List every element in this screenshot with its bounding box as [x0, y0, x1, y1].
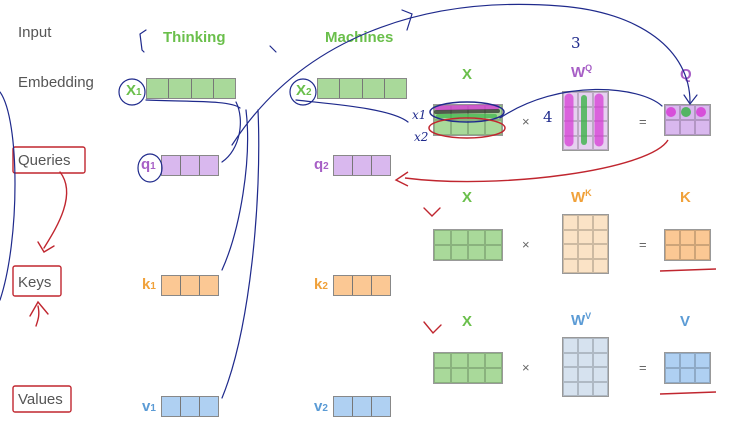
- vector-k1-cells: [161, 275, 219, 296]
- times-symbol-q: ×: [522, 114, 530, 129]
- label-arrows: [29, 171, 68, 327]
- x-matrix-label-k: X: [462, 189, 473, 206]
- wq-matrix: [562, 91, 609, 151]
- k-matrix-label: K: [680, 189, 691, 206]
- wk-matrix: [562, 214, 609, 274]
- x-matrix-label-v: X: [462, 313, 473, 330]
- q-matrix: [664, 104, 711, 136]
- equals-symbol-v: =: [639, 360, 647, 375]
- vector-x2-cells: [317, 78, 407, 99]
- q-matrix-label: Q: [680, 66, 692, 83]
- label-queries: Queries: [18, 152, 71, 169]
- symbol-v2: v2: [314, 398, 328, 415]
- annotation-x1-hand: x1: [412, 108, 427, 122]
- symbol-k1: k1: [142, 276, 156, 293]
- symbol-v1: v1: [142, 398, 156, 415]
- word-thinking: Thinking: [163, 29, 226, 46]
- times-symbol-v: ×: [522, 360, 530, 375]
- symbol-x1: X1: [126, 82, 142, 99]
- vector-q2-cells: [333, 155, 391, 176]
- x-matrix-k: [433, 229, 503, 261]
- label-values: Values: [18, 391, 63, 408]
- q-loop-arrow: [404, 139, 669, 183]
- symbol-q2: q2: [314, 156, 329, 173]
- v-matrix-label: V: [680, 313, 691, 330]
- label-embedding: Embedding: [18, 74, 94, 91]
- vector-q1-cells: [161, 155, 219, 176]
- vector-v2-cells: [333, 396, 391, 417]
- symbol-x2: X2: [296, 82, 312, 99]
- check-marks: [423, 207, 442, 335]
- x-matrix-v: [433, 352, 503, 384]
- annotation-four: 4: [543, 108, 553, 126]
- wk-label: WK: [571, 188, 592, 206]
- word-machines: Machines: [325, 29, 394, 46]
- symbol-q1: q1: [141, 156, 156, 173]
- v-matrix: [664, 352, 711, 384]
- wv-matrix: [562, 337, 609, 397]
- wv-label: WV: [571, 311, 592, 329]
- symbol-k2: k2: [314, 276, 328, 293]
- label-input: Input: [18, 24, 52, 41]
- equals-symbol-k: =: [639, 237, 647, 252]
- vector-v1-cells: [161, 396, 219, 417]
- label-keys: Keys: [18, 274, 52, 291]
- annotation-x2-hand: x2: [414, 130, 429, 144]
- times-symbol-k: ×: [522, 237, 530, 252]
- vector-x1-cells: [146, 78, 236, 99]
- vector-k2-cells: [333, 275, 391, 296]
- equals-symbol-q: =: [639, 114, 647, 129]
- x-matrix-q: [433, 104, 503, 136]
- annotation-three: 3: [571, 34, 581, 52]
- x-matrix-label-q: X: [462, 66, 473, 83]
- k-matrix: [664, 229, 711, 261]
- wq-label: WQ: [571, 63, 593, 81]
